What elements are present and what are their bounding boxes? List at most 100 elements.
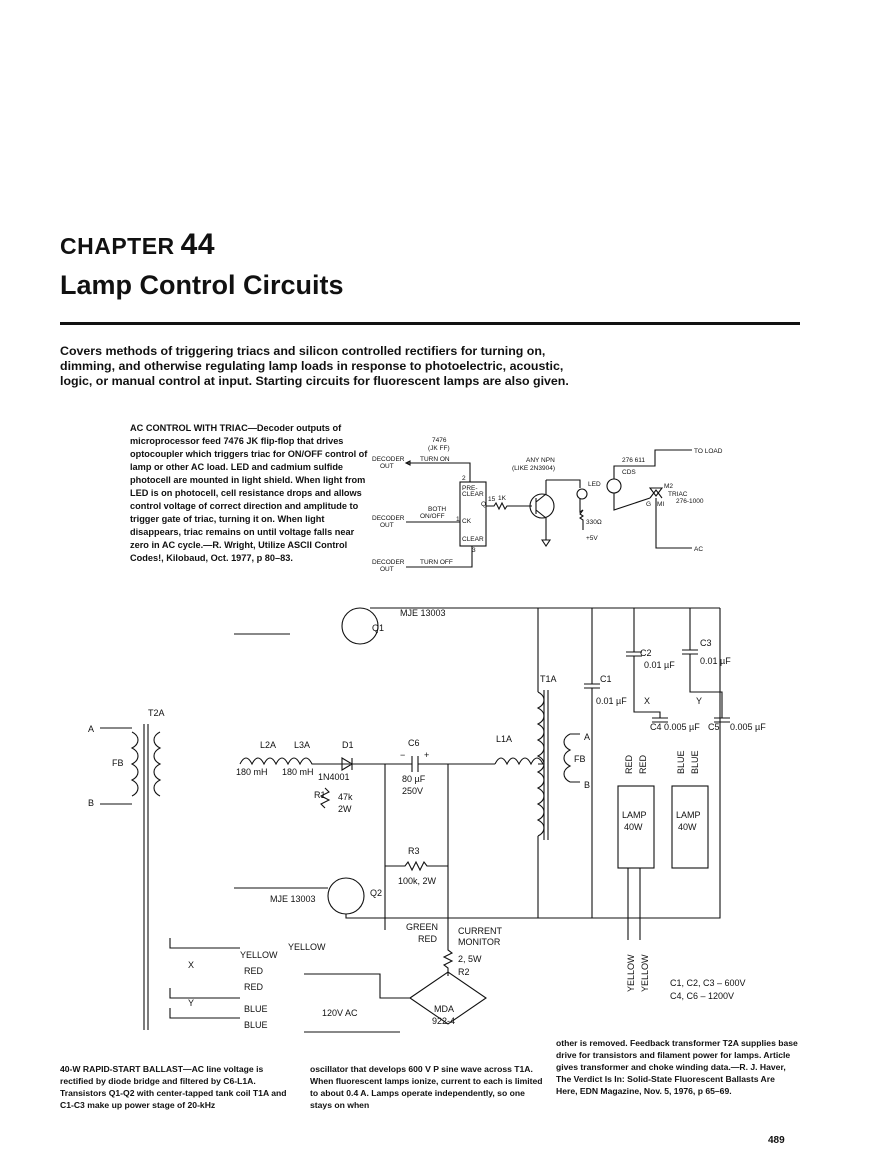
- turn-off-wire: [406, 546, 473, 568]
- t2a-winding-left: [130, 731, 139, 797]
- c1-label: C1: [600, 674, 612, 684]
- r2-value: 2, 5W: [458, 954, 482, 964]
- lamp-2-label: LAMP: [676, 810, 701, 820]
- led-symbol: [576, 488, 588, 500]
- npn-sub: (LIKE 2N3904): [512, 465, 555, 472]
- x-left: X: [188, 960, 194, 970]
- blue-a: BLUE: [244, 1004, 268, 1014]
- decoder-off-sub: OUT: [380, 566, 394, 573]
- t1a-winding: [536, 691, 545, 837]
- right-rail: [660, 608, 721, 919]
- c1-value: 0.01 µF: [596, 696, 627, 706]
- inductors-l2a-l3a: [239, 757, 350, 766]
- l1a-label: L1A: [496, 734, 512, 744]
- r1-watt: 2W: [338, 804, 352, 814]
- cds-photocell: [606, 478, 622, 494]
- both-label: BOTH: [428, 506, 446, 513]
- ac-input-wires: [304, 973, 410, 1033]
- t2a-core: [143, 724, 149, 1030]
- lamp-1: [617, 785, 655, 869]
- ground-symbol: [540, 539, 552, 547]
- t2a-filament-windings: [169, 938, 240, 1019]
- l2a-label: L2A: [260, 740, 276, 750]
- flip-flop-ic: [459, 481, 487, 547]
- c3-capacitor: [682, 608, 698, 680]
- to-load-label: TO LOAD: [694, 448, 723, 455]
- m2-label: M2: [664, 483, 673, 490]
- yellow-wire-2: YELLOW: [640, 954, 650, 992]
- mda-number: 922-4: [432, 1016, 455, 1026]
- c5-value: 0.005 µF: [730, 722, 766, 732]
- v5-label: +5V: [586, 535, 598, 542]
- ballast-caption-col2: oscillator that develops 600 V P sine wa…: [310, 1064, 543, 1110]
- r3-label: R3: [408, 846, 420, 856]
- part-276611: 276 611: [622, 457, 645, 464]
- ck-label: CK: [462, 518, 472, 525]
- diode-part: 1N4001: [318, 772, 350, 782]
- pin-3: 3: [472, 547, 476, 554]
- ac-label: AC: [694, 546, 703, 553]
- red-wire-1: RED: [624, 754, 634, 774]
- mda-label: MDA: [434, 1004, 454, 1014]
- t2a-label: T2A: [148, 708, 165, 718]
- t2a-winding-right: [153, 731, 162, 797]
- c2-value: 0.01 µF: [644, 660, 675, 670]
- r3-value: 100k, 2W: [398, 876, 437, 886]
- blue-b: BLUE: [244, 1020, 268, 1030]
- load-wire: [613, 449, 692, 479]
- t1a-label: T1A: [540, 674, 557, 684]
- preclear-label: PRE-: [462, 485, 478, 492]
- cds-label: CDS: [622, 469, 636, 476]
- y-left: Y: [188, 998, 194, 1008]
- fb-leads: [100, 727, 132, 805]
- q-label: Q: [481, 501, 486, 508]
- x-node: X: [644, 696, 650, 706]
- c3-label: C3: [700, 638, 712, 648]
- pin-2: 2: [462, 475, 466, 482]
- current-label: CURRENT: [458, 926, 503, 936]
- b-label: B: [88, 798, 94, 808]
- mda-bridge: [409, 971, 487, 1025]
- q1-transistor: [341, 607, 379, 645]
- blue-wire-1: BLUE: [676, 750, 686, 774]
- r1-label: R1: [314, 790, 326, 800]
- triac-wires: [613, 493, 692, 549]
- title-rule: [60, 322, 800, 325]
- r1-resistor: [319, 787, 331, 809]
- turn-on-label: TURN ON: [420, 456, 450, 463]
- mje-top-label: MJE 13003: [400, 608, 446, 618]
- c6-voltage: 250V: [402, 786, 423, 796]
- decoder-on-label: DECODER: [372, 456, 405, 463]
- pin-1: 1: [456, 516, 460, 523]
- resistor-1k: 1K: [498, 495, 507, 502]
- clear-label: CLEAR: [462, 536, 484, 543]
- led-label: LED: [588, 481, 601, 488]
- fb-b-label: B: [584, 780, 590, 790]
- c1-capacitor: [584, 608, 600, 918]
- c5-label: C5: [708, 722, 720, 732]
- lamp-1-label: LAMP: [622, 810, 647, 820]
- chapter-title: Lamp Control Circuits: [60, 270, 344, 300]
- lamp-yellow-leads: [627, 868, 641, 940]
- yellow-wire-1: YELLOW: [626, 954, 636, 992]
- triac-part: 276-1000: [676, 498, 704, 505]
- ballast-caption-col3: other is removed. Feedback transformer T…: [556, 1038, 798, 1096]
- chapter-label-text: CHAPTER: [60, 233, 175, 259]
- chapter-intro: Covers methods of triggering triacs and …: [60, 344, 569, 388]
- fb-label: FB: [112, 758, 124, 768]
- triac-label: TRIAC: [668, 491, 688, 498]
- turn-on-arrow: [404, 460, 411, 466]
- fb-a-label: A: [584, 732, 590, 742]
- yellow-right: YELLOW: [288, 942, 326, 952]
- l2a-value: 180 mH: [236, 767, 268, 777]
- ac-120v-label: 120V AC: [322, 1008, 358, 1018]
- t1a-fb-winding: [563, 733, 580, 783]
- c6-plus: +: [424, 750, 429, 760]
- npn-label: ANY NPN: [526, 457, 555, 464]
- chapter-number: 44: [180, 228, 216, 261]
- ic-number: 7476: [432, 437, 447, 444]
- r330-label: 330Ω: [586, 519, 602, 526]
- monitor-label: MONITOR: [458, 937, 501, 947]
- c2-label: C2: [640, 648, 652, 658]
